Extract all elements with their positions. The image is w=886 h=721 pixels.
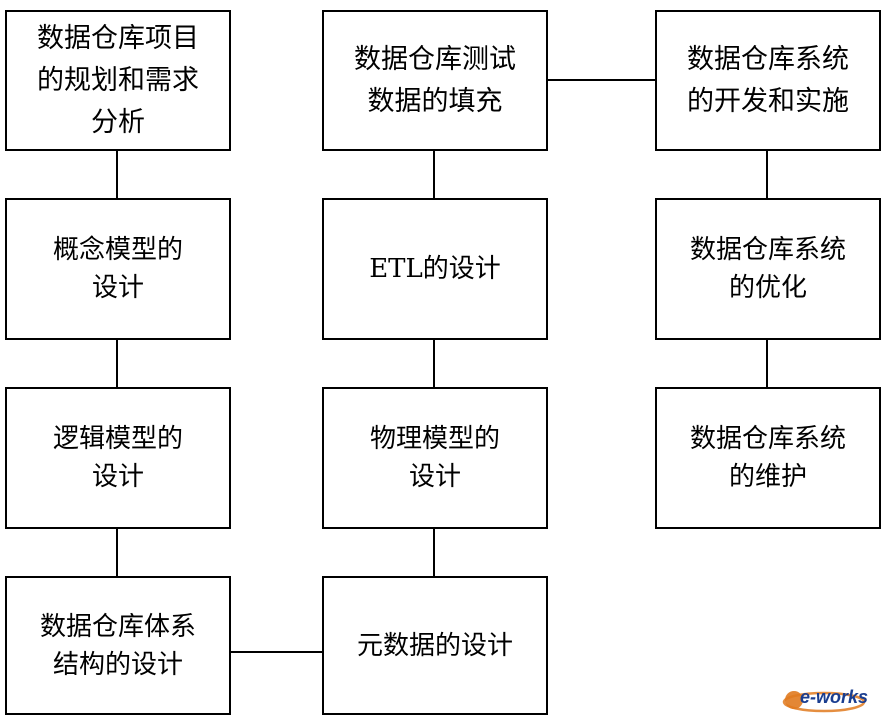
box-label: 数据仓库系统 的开发和实施 [687, 43, 849, 117]
box-test-data-filling: 数据仓库测试 数据的填充 [322, 10, 548, 151]
box-development-implementation: 数据仓库系统 的开发和实施 [655, 10, 881, 151]
box-physical-model: 物理模型的 设计 [322, 387, 548, 529]
box-label: 数据仓库项目 的规划和需求 分析 [37, 22, 199, 138]
box-label: 数据仓库测试 数据的填充 [354, 43, 516, 117]
box-label: 逻辑模型的 设计 [52, 424, 183, 492]
box-metadata-design: 元数据的设计 [322, 576, 548, 715]
box-label: 概念模型的 设计 [52, 235, 183, 303]
box-architecture-design: 数据仓库体系 结构的设计 [5, 576, 231, 715]
box-label: 物理模型的 设计 [369, 424, 500, 492]
box-label: 数据仓库体系 结构的设计 [39, 611, 196, 680]
swoosh-icon [782, 691, 866, 713]
box-optimization: 数据仓库系统 的优化 [655, 198, 881, 340]
e-works-logo: e-works [780, 685, 876, 715]
box-maintenance: 数据仓库系统 的维护 [655, 387, 881, 529]
box-label: 元数据的设计 [356, 630, 513, 661]
box-label: 数据仓库系统 的维护 [689, 424, 846, 492]
box-conceptual-model: 概念模型的 设计 [5, 198, 231, 340]
box-planning-requirements: 数据仓库项目 的规划和需求 分析 [5, 10, 231, 151]
box-etl-design: ETL的设计 [322, 198, 548, 340]
box-logical-model: 逻辑模型的 设计 [5, 387, 231, 529]
box-label: ETL的设计 [369, 254, 501, 284]
watermark-text: e-works [800, 687, 869, 707]
box-label: 数据仓库系统 的优化 [689, 235, 846, 303]
